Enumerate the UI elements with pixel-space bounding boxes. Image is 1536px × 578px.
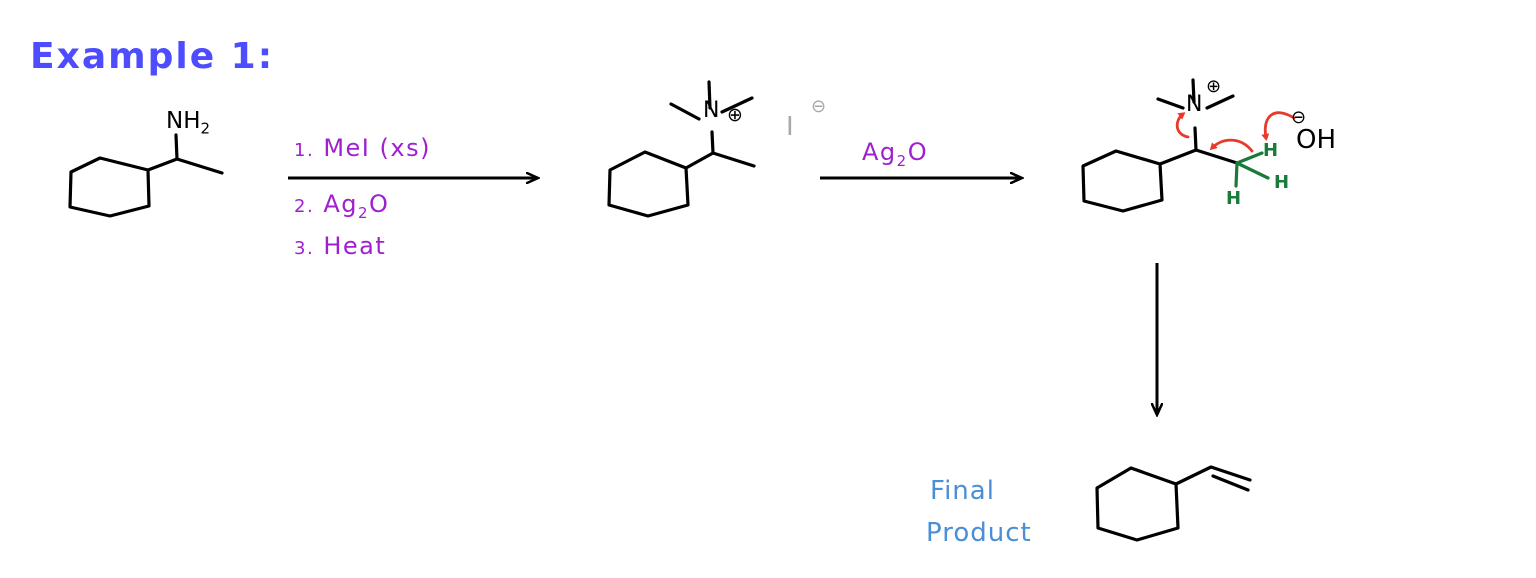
cyclohexane-ring — [607, 150, 690, 218]
curved-arrow-ch-to-cc — [1209, 138, 1254, 153]
positive-charge-icon: ⊕ — [727, 104, 743, 126]
ammonium-nitrogen-label: N — [1186, 92, 1203, 117]
hydroxide-charge-icon: ⊖ — [1291, 107, 1307, 128]
cyclohexane-ring — [68, 156, 151, 218]
hydroxide-label: OH — [1296, 125, 1337, 155]
amine-group-label: NH2 — [166, 108, 211, 138]
hydrogen-label: H — [1274, 172, 1290, 193]
iodide-counterion: I — [786, 112, 794, 142]
vinyl-double-bond — [1211, 474, 1250, 492]
final-product-label-line2: Product — [926, 518, 1032, 548]
ammonium-nitrogen-label: N — [703, 98, 720, 123]
starting-material-structure — [68, 133, 224, 218]
intermediate-2-structure — [1081, 78, 1239, 213]
diagram-title: Example 1: — [30, 36, 275, 77]
curved-arrow-hydroxide-to-h — [1261, 111, 1296, 141]
negative-charge-icon: ⊖ — [811, 96, 827, 117]
product-structure — [1095, 465, 1252, 542]
reagent-step-1: 1. MeI (xs) — [294, 134, 431, 162]
reagent-step-3: 3. Heat — [294, 232, 387, 260]
curved-arrow-cn-to-n — [1175, 112, 1190, 139]
positive-charge-icon: ⊕ — [1206, 76, 1222, 97]
hydrogen-label: H — [1226, 188, 1242, 209]
mechanism-arrows — [1175, 111, 1296, 153]
final-product-label-line1: Final — [930, 476, 995, 506]
hydrogen-label: H — [1263, 140, 1279, 161]
cyclohexane-ring — [1081, 149, 1164, 213]
cyclohexane-ring — [1095, 466, 1180, 542]
intermediate-1-structure — [607, 80, 756, 218]
methyl-hydrogen-bonds — [1234, 151, 1270, 188]
reagent-step-2: 2. Ag2O — [294, 190, 390, 222]
reagent-silver-oxide: Ag2O — [862, 138, 929, 170]
